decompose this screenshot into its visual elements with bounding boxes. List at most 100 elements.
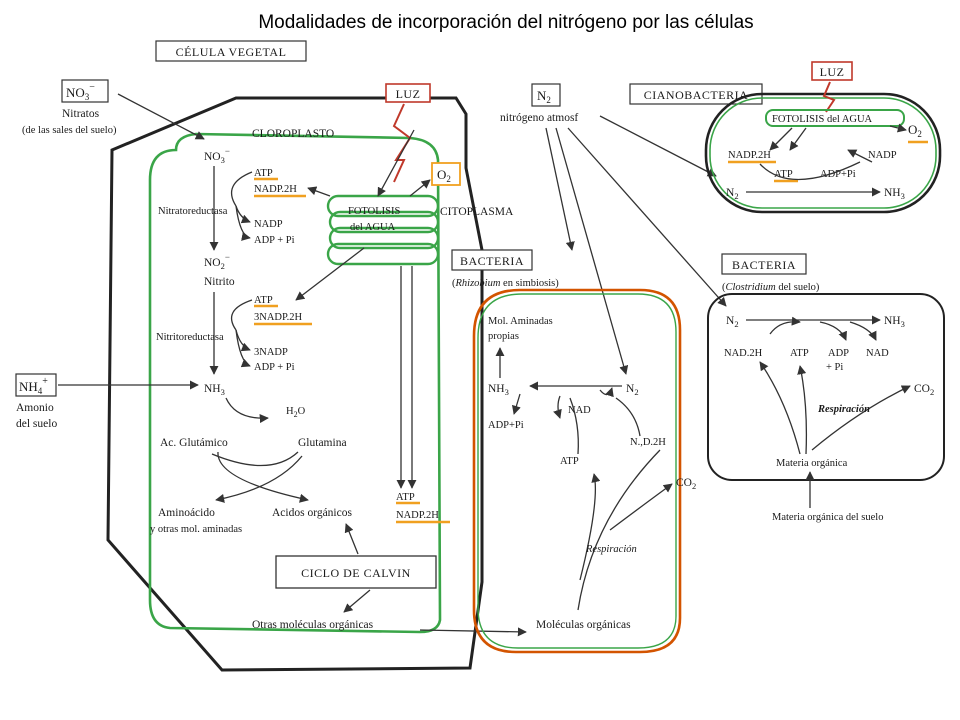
- clostridium-atp: ATP: [790, 348, 809, 359]
- n2-to-clostridium-arrow: [567, 127, 727, 307]
- rhizobium-nad-curve: [599, 387, 614, 398]
- rhizobium-mol-aminadas-2: propias: [488, 331, 519, 342]
- glutamine: Glutamina: [298, 437, 347, 449]
- photolysis-to-nadp2h-1: [307, 186, 331, 197]
- atmospheric-n2: N2: [537, 88, 551, 105]
- rhizobium-nad: NAD: [568, 405, 591, 416]
- cyanobacteria-adp-pi: ADP+Pi: [820, 169, 856, 180]
- clostridium-adp-curve: [819, 321, 847, 341]
- rhizobium-adp-pi: ADP+Pi: [488, 420, 524, 431]
- cyanobacteria-light-label: LUZ: [820, 65, 845, 79]
- clostridium-respiration: Respiración: [817, 404, 870, 415]
- rhizobium-inner-outline: [477, 293, 677, 649]
- plant-to-rhizobium-arrow: [419, 627, 527, 637]
- cytoplasm-label: CITOPLASMA: [440, 206, 514, 218]
- plant-light-label: LUZ: [396, 87, 421, 101]
- cyanobacteria-thylakoid: [765, 109, 905, 127]
- atp-1: ATP: [254, 168, 273, 179]
- nitrate-name: Nitratos: [62, 108, 100, 120]
- rhizobium-adp-curve: [553, 395, 562, 419]
- cyanobacteria-atp: ATP: [774, 169, 793, 180]
- n2-to-rhizobium-arrow: [555, 127, 629, 375]
- amino-acid: Aminoácido: [158, 507, 215, 519]
- photolysis-to-nadp2h-2: [295, 247, 365, 301]
- ammonium-formula: NH4+: [19, 376, 48, 396]
- cyanobacteria-nh3: NH3: [884, 187, 905, 201]
- nadp2h-1: NADP.2H: [254, 184, 297, 195]
- clostridium-pi: + Pi: [826, 362, 843, 373]
- nh3-to-glutamine-curve: [225, 397, 269, 424]
- water: H2O: [286, 406, 306, 419]
- cyanobacteria-photolysis: FOTOLISIS del AGUA: [772, 114, 873, 125]
- nitrite-label: Nitrito: [204, 276, 235, 288]
- light-to-photolysis: [377, 129, 415, 197]
- rhizobium-header-box: [451, 249, 533, 271]
- rhizobium-subtitle: (Rhizobium en simbiosis): [452, 278, 559, 289]
- rhizobium-nad2h: N.,D.2H: [630, 437, 666, 448]
- rhizobium-to-co2: [609, 483, 673, 531]
- ammonium-box: [15, 373, 57, 397]
- adp-pi-2: ADP + Pi: [254, 362, 295, 373]
- clostridium-nad-curve: [849, 321, 877, 341]
- rhizobium-to-atp: [579, 473, 601, 581]
- clostridium-organic-matter: Materia orgánica: [776, 458, 848, 469]
- rhizobium-co2: CO2: [676, 477, 696, 491]
- clostridium-outline: [707, 293, 945, 481]
- rhizobium-to-adp-arrow: [511, 393, 521, 415]
- chloroplast-label: CLOROPLASTO: [252, 128, 334, 140]
- oxygen-arrow: [409, 179, 431, 197]
- nitrate-box: [61, 79, 109, 103]
- cyanobacteria-nadp: NADP: [868, 150, 897, 161]
- clostridium-nad2h-curve: [769, 316, 801, 335]
- cyanobacteria-light-box: [811, 61, 853, 81]
- no2: NO2−: [204, 252, 230, 271]
- rhizobium-organic-molecules: Moléculas orgánicas: [536, 619, 631, 631]
- atmospheric-n2-box: [531, 83, 561, 107]
- nitrite-reductase: Nitritoreductasa: [156, 332, 224, 343]
- atp-1-curve: [231, 171, 253, 207]
- nadp-2: 3NADP: [254, 347, 288, 358]
- rhizobium-nh3: NH3: [488, 383, 509, 397]
- calvin-cycle-label: CICLO DE CALVIN: [301, 566, 411, 580]
- plant-cell-header-box: [155, 40, 307, 62]
- plant-light-box: [385, 83, 431, 103]
- n2-to-cyanobacteria-arrow: [599, 115, 717, 177]
- clostridium-co2: CO2: [914, 383, 934, 397]
- nitrate-formula: NO3−: [66, 82, 95, 102]
- organic-acids: Acidos orgánicos: [272, 507, 352, 519]
- plant-oxygen: O2: [437, 167, 451, 184]
- cyanobacteria-inner-outline: [709, 97, 937, 209]
- nitrate-reductase: Nitratoreductasa: [158, 206, 228, 217]
- atmospheric-n2-label: nitrógeno atmosf: [500, 112, 578, 124]
- photolysis-line1: FOTOLISIS: [348, 206, 400, 217]
- nitrate-source: (de las sales del suelo): [22, 125, 117, 136]
- no3-inner: NO3−: [204, 146, 230, 165]
- clostridium-header: BACTERIA: [732, 258, 796, 272]
- soil-organic-matter: Materia orgánica del suelo: [772, 512, 883, 523]
- clostridium-nh3: NH3: [884, 315, 905, 329]
- cyanobacteria-n2: N2: [726, 187, 739, 201]
- clostridium-to-nad2h: [759, 361, 801, 455]
- adp-1-curve: [235, 205, 251, 241]
- ammonium-name: Amonio: [16, 402, 54, 414]
- clostridium-adp: ADP: [828, 348, 849, 359]
- rhizobium-atp-curve: [569, 397, 579, 455]
- atp-2-curve: [231, 299, 253, 331]
- thylakoid-2: [328, 210, 440, 234]
- cyanobacteria-cycle-curve: [759, 161, 861, 181]
- clostridium-nad2h: NAD.2H: [724, 348, 763, 359]
- nadp2h-2: 3NADP.2H: [254, 312, 303, 323]
- rhizobium-nad2h-curve: [615, 397, 641, 437]
- nadp-1: NADP: [254, 219, 283, 230]
- cyanobacteria-nadp-arrow: [847, 149, 873, 163]
- clostridium-to-co2: [811, 385, 911, 451]
- atp-2: ATP: [254, 295, 273, 306]
- other-aminated: y otras mol. aminadas: [150, 524, 242, 535]
- plant-nh3: NH3: [204, 383, 225, 397]
- cyanobacteria-oxygen: O2: [908, 122, 922, 139]
- clostridium-header-box: [721, 253, 807, 275]
- thylakoid-4: [326, 242, 440, 266]
- rhizobium-respiration-curve: [577, 449, 661, 611]
- clostridium-to-atp: [797, 365, 808, 455]
